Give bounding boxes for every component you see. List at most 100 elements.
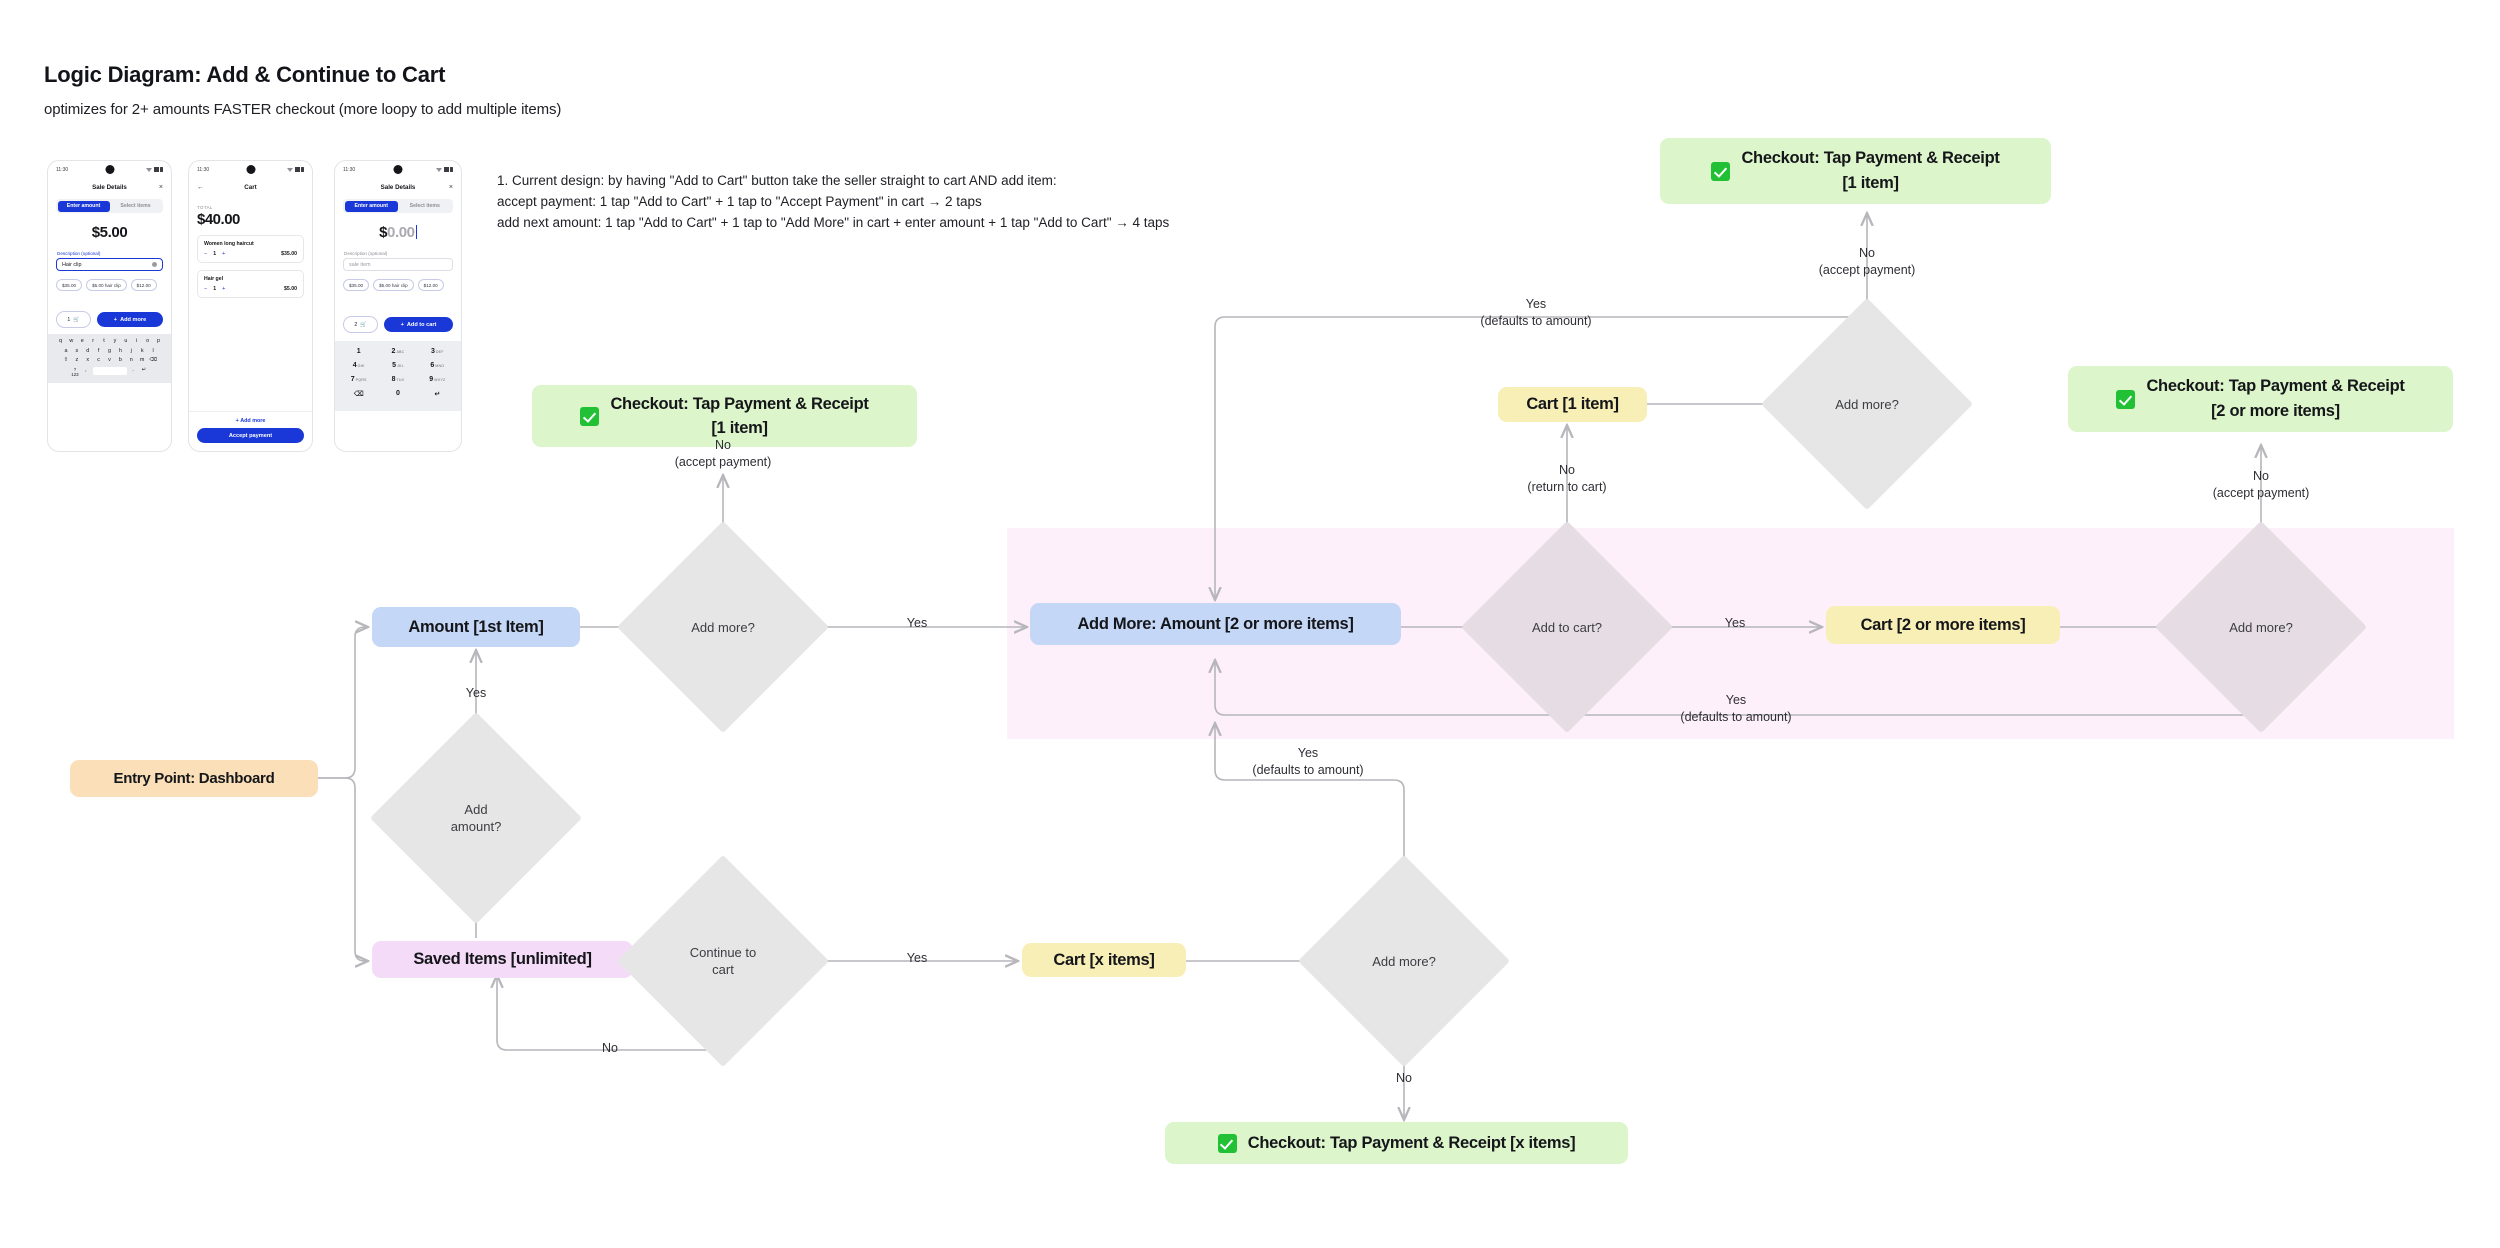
- edge-label-yes-add-amount: Yes: [465, 686, 487, 700]
- plus-icon[interactable]: +: [222, 251, 226, 257]
- note-line-1: 1. Current design: by having "Add to Car…: [497, 173, 1057, 188]
- cart-line-item[interactable]: Hair gel − 1 + $5.00: [197, 270, 304, 298]
- chip[interactable]: $12.00: [130, 279, 157, 291]
- key-2[interactable]: 2ABC: [391, 348, 405, 355]
- decision-add-more-upper[interactable]: Add more?: [1760, 297, 1974, 511]
- key-8[interactable]: 8TUV: [391, 376, 405, 383]
- item-stepper[interactable]: − 1 +: [204, 251, 225, 257]
- key-9[interactable]: 9WXYZ: [429, 376, 446, 383]
- decision-add-more-right[interactable]: Add more?: [2154, 520, 2368, 734]
- node-add-more-amount[interactable]: Add More: Amount [2 or more items]: [1030, 603, 1401, 645]
- key-4[interactable]: 4GHI: [352, 362, 365, 369]
- close-icon[interactable]: ×: [448, 183, 453, 191]
- chip[interactable]: $5.00 hair clip: [373, 279, 414, 291]
- edge-label-no-return-to-cart: No (return to cart): [1527, 463, 1607, 494]
- chip[interactable]: $5.00 hair clip: [86, 279, 127, 291]
- quantity-stepper[interactable]: 2 🛒: [343, 316, 378, 333]
- diamond-shape: [1760, 297, 1974, 511]
- edge-label-yes-defaults-top: Yes (defaults to amount): [1480, 297, 1592, 328]
- cart-line-item[interactable]: Women long haircut − 1 + $35.00: [197, 235, 304, 263]
- plus-icon: +: [113, 316, 118, 323]
- decision-add-more-bottom[interactable]: Add more?: [1297, 854, 1511, 1068]
- status-icons: [287, 166, 304, 173]
- status-time: 11:30: [197, 166, 210, 173]
- add-to-cart-button[interactable]: + Add to cart: [384, 317, 453, 332]
- screen-title: Sale Details: [380, 183, 416, 191]
- camera-icon: [246, 165, 255, 174]
- node-saved-items[interactable]: Saved Items [unlimited]: [372, 941, 633, 978]
- add-more-link[interactable]: + Add more: [189, 411, 312, 428]
- node-amount-first-item[interactable]: Amount [1st Item]: [372, 607, 580, 647]
- minus-icon[interactable]: −: [204, 286, 208, 292]
- key-1[interactable]: 1: [356, 348, 361, 355]
- status-bar: 11:30: [189, 161, 312, 178]
- key-backspace[interactable]: ⌫: [353, 391, 364, 398]
- space-key[interactable]: [92, 366, 127, 375]
- description-input[interactable]: sale item: [343, 258, 453, 271]
- item-price: $35.00: [281, 251, 297, 257]
- minus-icon[interactable]: −: [204, 251, 208, 257]
- segment-enter-amount[interactable]: Enter amount: [57, 200, 110, 212]
- close-icon[interactable]: ×: [158, 183, 163, 191]
- keyboard-num-key[interactable]: ?123: [71, 366, 79, 377]
- description-label: Description (optional): [57, 251, 101, 256]
- accept-payment-button[interactable]: Accept payment: [197, 428, 304, 443]
- segment-enter-amount[interactable]: Enter amount: [344, 200, 398, 212]
- status-bar: 11:30: [48, 161, 171, 178]
- chip[interactable]: $35.00: [56, 279, 83, 291]
- camera-icon: [105, 165, 114, 174]
- node-checkout-1-item-left[interactable]: Checkout: Tap Payment & Receipt[1 item]: [532, 385, 917, 447]
- plus-icon[interactable]: +: [222, 286, 226, 292]
- add-more-button[interactable]: + Add more: [97, 312, 163, 327]
- key-5[interactable]: 5JKL: [392, 362, 404, 369]
- description-input[interactable]: Hair clip: [56, 258, 163, 271]
- key-6[interactable]: 6MNO: [430, 362, 445, 369]
- key-3[interactable]: 3DEF: [430, 348, 444, 355]
- chip[interactable]: $35.00: [343, 279, 370, 291]
- chip[interactable]: $12.00: [417, 279, 444, 291]
- quantity-value: 1: [67, 316, 71, 323]
- key-7[interactable]: 7PQRS: [350, 376, 367, 383]
- node-checkout-1-item-top[interactable]: Checkout: Tap Payment & Receipt[1 item]: [1660, 138, 2051, 204]
- segmented-control[interactable]: Enter amount Select items: [343, 199, 453, 213]
- status-time: 11:30: [343, 166, 356, 173]
- signal-icon: [153, 167, 159, 172]
- back-icon[interactable]: ←: [197, 183, 204, 191]
- key-0[interactable]: 0: [396, 390, 400, 397]
- diamond-shape: [1460, 520, 1674, 734]
- node-label: Checkout: Tap Payment & Receipt [x items…: [1247, 1133, 1576, 1152]
- quantity-stepper[interactable]: 1 🛒: [56, 311, 91, 328]
- diamond-shape: [616, 520, 830, 734]
- edge-label-no-accept-2: No (accept payment): [1818, 246, 1916, 277]
- action-row: 2 🛒 + Add to cart: [343, 316, 453, 333]
- clear-icon[interactable]: [152, 262, 157, 267]
- description-label: Description (optional): [344, 251, 388, 256]
- page-title: Logic Diagram: Add & Continue to Cart: [44, 62, 446, 87]
- segmented-control[interactable]: Enter amount Select items: [56, 199, 163, 213]
- node-entry-point[interactable]: Entry Point: Dashboard: [70, 760, 318, 797]
- segment-select-items[interactable]: Select items: [409, 203, 440, 209]
- numeric-keypad[interactable]: 1 2ABC 3DEF 4GHI 5JKL 6MNO 7PQRS 8TUV 9W…: [335, 341, 461, 411]
- node-cart-x-items[interactable]: Cart [x items]: [1022, 943, 1186, 977]
- edge-label-no-continue: No: [602, 1041, 618, 1055]
- decision-add-to-cart[interactable]: Add to cart?: [1460, 520, 1674, 734]
- plus-icon: +: [235, 418, 241, 424]
- node-cart-1-item[interactable]: Cart [1 item]: [1498, 387, 1647, 422]
- suggestion-chips: $35.00 $5.00 hair clip $12.00: [343, 279, 453, 291]
- key-enter[interactable]: ↵: [434, 391, 441, 398]
- node-checkout-x-items[interactable]: Checkout: Tap Payment & Receipt [x items…: [1165, 1122, 1628, 1164]
- keypad-row: 1 2ABC 3DEF: [339, 348, 457, 355]
- node-cart-2-or-more[interactable]: Cart [2 or more items]: [1826, 606, 2060, 644]
- check-icon: [2116, 389, 2136, 409]
- item-stepper[interactable]: − 1 +: [204, 286, 225, 292]
- decision-add-more-1[interactable]: Add more?: [616, 520, 830, 734]
- item-qty: 1: [213, 286, 217, 292]
- diamond-shape: [2154, 520, 2368, 734]
- keypad-row: ⌫ 0 ↵: [339, 390, 457, 398]
- node-checkout-2-or-more[interactable]: Checkout: Tap Payment & Receipt[2 or mor…: [2068, 366, 2453, 432]
- segment-select-items[interactable]: Select items: [120, 203, 151, 209]
